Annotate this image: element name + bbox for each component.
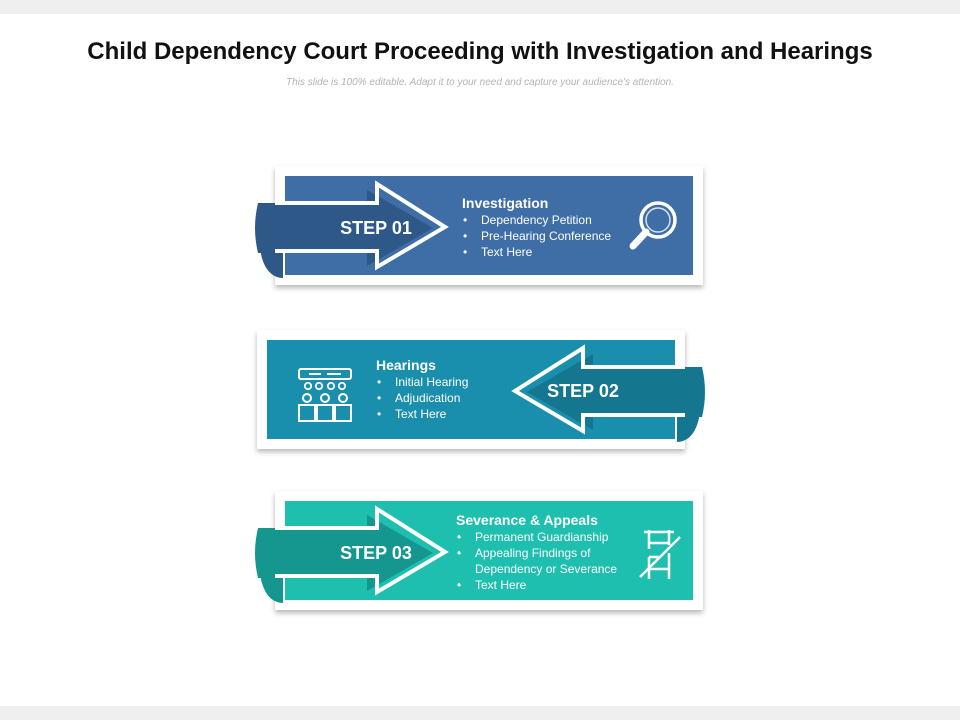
step-01-card: STEP 01 Investigation Dependency Petitio… [255,166,703,285]
step-03-arrow: STEP 03 [255,505,449,603]
step-02-point: Adjudication [376,390,526,406]
step-02-card: STEP 02 Hearings Initial Hearing Adjudic… [257,330,705,449]
step-02-label: STEP 02 [547,381,619,401]
step-03-label: STEP 03 [340,543,412,563]
step-01-label: STEP 01 [340,218,412,238]
step-01-point: Pre-Hearing Conference [462,228,632,244]
step-01-points: Dependency Petition Pre-Hearing Conferen… [462,212,632,260]
step-02-heading: Hearings [376,357,436,373]
magnifier-icon [629,201,677,250]
step-01-arrow: STEP 01 [255,180,449,278]
step-02-point: Text Here [376,406,526,422]
step-03-heading: Severance & Appeals [456,512,598,528]
top-band [0,0,960,14]
step-02-points: Initial Hearing Adjudication Text Here [376,374,526,422]
step-03-arrow-outline [275,505,449,596]
step-01-point: Dependency Petition [462,212,632,228]
broken-ladder-icon [639,530,681,579]
step-01-arrow-outline [275,180,449,271]
step-03-points: Permanent Guardianship Appealing Finding… [456,529,631,593]
step-03-point: Permanent Guardianship [456,529,631,545]
step-01-heading: Investigation [462,195,549,211]
step-03-ribbon [255,515,433,591]
step-03-card: STEP 03 Severance & Appeals Permanent Gu… [255,491,703,610]
step-01-ribbon [255,190,433,266]
step-02-ribbon [527,354,705,430]
step-02-point: Initial Hearing [376,374,526,390]
slide-subtitle: This slide is 100% editable. Adapt it to… [286,77,674,88]
step-03-point: Appealing Findings of Dependency or Seve… [456,545,631,577]
step-03-point: Text Here [456,577,631,593]
courtroom-audience-icon [298,368,352,422]
bottom-band [0,706,960,720]
step-01-point: Text Here [462,244,632,260]
slide-title: Child Dependency Court Proceeding with I… [87,38,873,65]
step-02-arrow: STEP 02 [511,344,705,442]
